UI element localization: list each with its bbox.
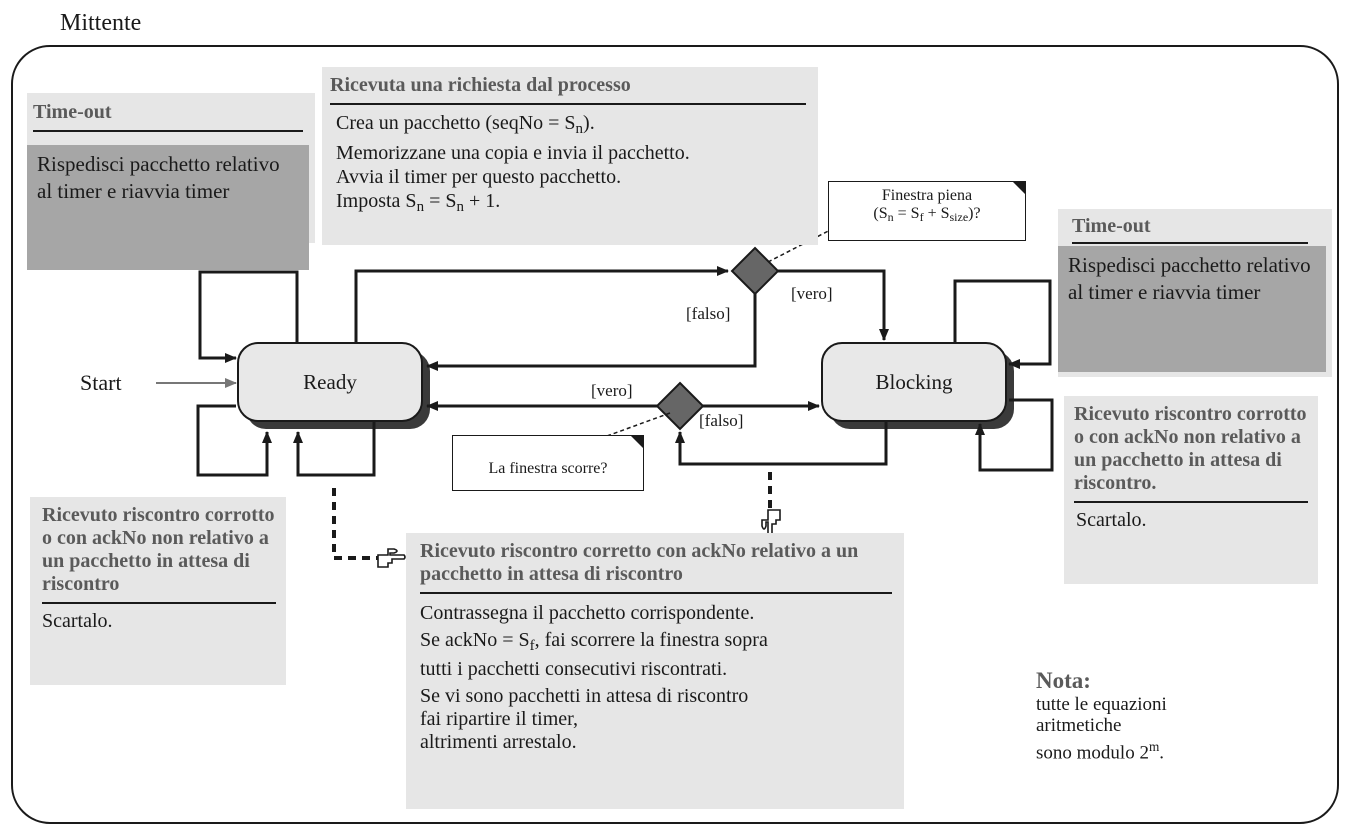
- window-full-diamond: [730, 246, 780, 296]
- pointing-hand-icon: [377, 548, 406, 568]
- window-full-true-arrow: [778, 269, 889, 341]
- ready-state-shape: [237, 342, 430, 429]
- timeout-right-header: Time-out: [1072, 215, 1308, 244]
- ack-discard-left-box: Ricevuto riscontro corrotto o con ackNo …: [30, 497, 286, 685]
- note-block: Nota: tutte le equazioni aritmetiche son…: [1036, 668, 1296, 763]
- ready-ack-discard-loop: [196, 404, 272, 477]
- page-title: Mittente: [60, 10, 142, 36]
- ready-ack-ok-loop: [293, 421, 376, 477]
- ready-state-label: Ready: [303, 370, 357, 394]
- window-slide-diamond: [655, 381, 705, 431]
- blocking-timeout-loop: [953, 279, 1052, 369]
- blocking-ack-discard-loop: [975, 398, 1054, 472]
- guard-falso-mid: [falso]: [699, 411, 744, 430]
- ready-timeout-loop: [198, 270, 299, 363]
- guard-vero-top: [vero]: [791, 284, 833, 303]
- note-title: Nota:: [1036, 668, 1091, 693]
- ack-ok-box: Ricevuto riscontro corretto con ackNo re…: [406, 533, 904, 809]
- guard-vero-mid: [vero]: [591, 381, 633, 400]
- timeout-right-action: Rispedisci pacchetto relativo al timer e…: [1058, 246, 1326, 372]
- note-body: tutte le equazioni aritmetiche sono modu…: [1036, 694, 1167, 764]
- ack-discard-left-action: Scartalo.: [42, 610, 113, 632]
- ready-to-window-check: [354, 266, 729, 343]
- window-full-false-arrow: [426, 294, 757, 371]
- blocking-state-shape: [821, 342, 1014, 429]
- start-label: Start: [80, 370, 122, 395]
- guard-falso-top: [falso]: [686, 304, 731, 323]
- ack-discard-left-header: Ricevuto riscontro corrotto o con ackNo …: [42, 504, 276, 604]
- ack-discard-right-action: Scartalo.: [1076, 509, 1147, 531]
- ack-discard-right-header: Ricevuto riscontro corrotto o con ackNo …: [1074, 403, 1308, 503]
- ack-ok-actions: Contrassegna il pacchetto corrispondente…: [420, 602, 768, 753]
- timeout-left-action: Rispedisci pacchetto relativo al timer e…: [27, 145, 309, 270]
- timeout-left-header: Time-out: [33, 101, 303, 132]
- blocking-state-label: Blocking: [875, 370, 953, 394]
- window-slide-callout: La finestra scorre?: [452, 435, 644, 491]
- window-full-callout: Finestra piena (Sn = Sf + Ssize)?: [828, 181, 1026, 241]
- request-event-box: Ricevuta una richiesta dal processo Crea…: [322, 67, 818, 245]
- blocking-to-slide-check: [675, 421, 888, 466]
- ack-ok-header: Ricevuto riscontro corretto con ackNo re…: [420, 540, 892, 594]
- sender-frame: [11, 45, 1339, 824]
- ack-discard-right-box: Ricevuto riscontro corrotto o con ackNo …: [1064, 396, 1318, 584]
- window-slide-callout-link: [584, 412, 671, 445]
- ack-ok-pointer-left: [332, 488, 378, 560]
- request-event-header: Ricevuta una richiesta dal processo: [330, 74, 806, 105]
- request-event-actions: Crea un pacchetto (seqNo = Sn). Memorizz…: [336, 112, 690, 215]
